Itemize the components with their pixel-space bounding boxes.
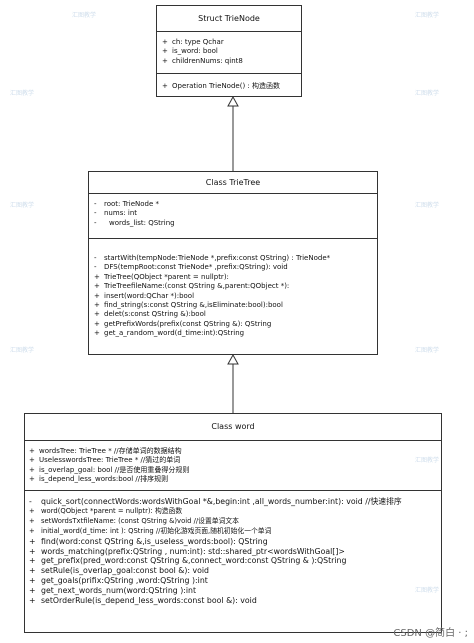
word-operation-row: -quick_sort(connectWords:wordsWithGoal *… (29, 497, 402, 506)
word-operation-row: +initial_word(d_time: int ): QString //初… (29, 526, 272, 535)
trienode-class-box: Struct TrieNode +ch: type Qchar +is_word… (156, 5, 302, 97)
word-operation-row: +get_prefix(pred_word:const QString &,co… (29, 556, 347, 566)
trienode-attribute-row: +ch: type Qchar (162, 38, 224, 46)
word-operation-row: +get_next_words_num(word:QString ):int (29, 586, 197, 596)
trietree-operation-row: +TrieTreefileName:(const QString &,paren… (94, 282, 290, 291)
trietree-attribute-row: -root: TrieNode * (94, 200, 159, 208)
trietree-operations: -startWith(tempNode:TrieNode *,prefix:co… (89, 238, 377, 339)
watermark-logo: 汇图教学 (415, 12, 440, 19)
trietree-class-box: Class TrieTree -root: TrieNode * -nums: … (88, 171, 378, 355)
watermark-logo: 汇图教学 (415, 90, 440, 97)
watermark-logo: 汇图教学 (72, 12, 97, 19)
word-attribute-row: +is_depend_less_words:bool //排序规则 (29, 475, 169, 484)
trietree-operation-row: +find_string(s:const QString &,isElimina… (94, 301, 283, 310)
trietree-title: Class TrieTree (205, 178, 261, 187)
word-operation-row: +setWordsTxtfileName: (const QString &)v… (29, 516, 239, 525)
trietree-operation-row: +TrieTree(QObject *parent = nullptr): (94, 272, 229, 281)
trienode-arrowhead (227, 95, 239, 107)
watermark-logo: 汇图教学 (10, 202, 35, 209)
trietree-attributes: -root: TrieNode * -nums: int -words_list… (89, 193, 377, 238)
trietree-attribute-row: -nums: int (94, 209, 138, 218)
word-title: Class word (211, 422, 255, 431)
word-attribute-row: +wordsTree: TrieTree * //存储单词的数据结构 (29, 447, 182, 455)
trietree-operation-row: +insert(word:QChar *):bool (94, 291, 195, 300)
word-operation-row: +find(word:const QString &,is_useless_wo… (29, 536, 268, 546)
trietree-operation-row: -startWith(tempNode:TrieNode *,prefix:co… (94, 254, 331, 262)
watermark-logo: 汇图教学 (415, 347, 440, 354)
trietree-operation-row: +get_a_random_word(d_time:int):QString (94, 329, 245, 338)
watermark-logo: 汇图教学 (415, 457, 440, 464)
word-operation-row: +get_goals(prifix:QString ,word:QString … (29, 576, 208, 586)
word-operation-row: +setOrderRule(is_depend_less_words:const… (29, 596, 257, 606)
word-operation-row: +words_matching(prefix:QString , num:int… (29, 546, 345, 556)
trienode-attribute-row: +childrenNums: qint8 (162, 56, 243, 65)
watermark-logo: 汇图教学 (415, 587, 440, 594)
word-class-box: Class word +wordsTree: TrieTree * //存储单词… (24, 413, 442, 633)
trienode-operations: +Operation TrieNode() : 构造函数 (157, 73, 301, 91)
trietree-operation-row: +getPrefixWords(prefix(const QString &):… (94, 319, 272, 328)
word-operations: -quick_sort(connectWords:wordsWithGoal *… (25, 490, 441, 606)
word-operation-row: +setRule(is_overlap_goal:const bool &): … (29, 566, 209, 576)
trietree-operation-row: -DFS(tempRoot:const TrieNode* ,prefix:QS… (94, 263, 288, 272)
trietree-attribute-row: -words_list: QString (94, 218, 175, 227)
watermark-logo: 汇图教学 (10, 90, 35, 97)
watermark-logo: 汇图教学 (10, 347, 35, 354)
watermark-logo: 汇图教学 (415, 202, 440, 209)
csdn-footer-credit: CSDN @简白 · ; (393, 628, 468, 639)
word-attribute-row: +is_overlap_goal: bool //是否使用重叠得分规则 (29, 465, 190, 474)
word-attributes: +wordsTree: TrieTree * //存储单词的数据结构 +Usel… (25, 440, 441, 490)
trienode-attributes: +ch: type Qchar +is_word: bool +children… (157, 31, 301, 73)
trienode-attribute-row: +is_word: bool (162, 47, 218, 56)
trienode-operation-row: +Operation TrieNode() : 构造函数 (162, 82, 280, 90)
word-operation-row: +word(QObject *parent = nullptr): 构造函数 (29, 506, 183, 515)
trietree-arrowhead (227, 353, 239, 365)
trienode-title: Struct TrieNode (198, 14, 260, 23)
word-attribute-row: +UselesswordsTree: TrieTree * //猜过的单词 (29, 456, 181, 465)
trietree-operation-row: +delet(s:const QString &):bool (94, 310, 206, 319)
